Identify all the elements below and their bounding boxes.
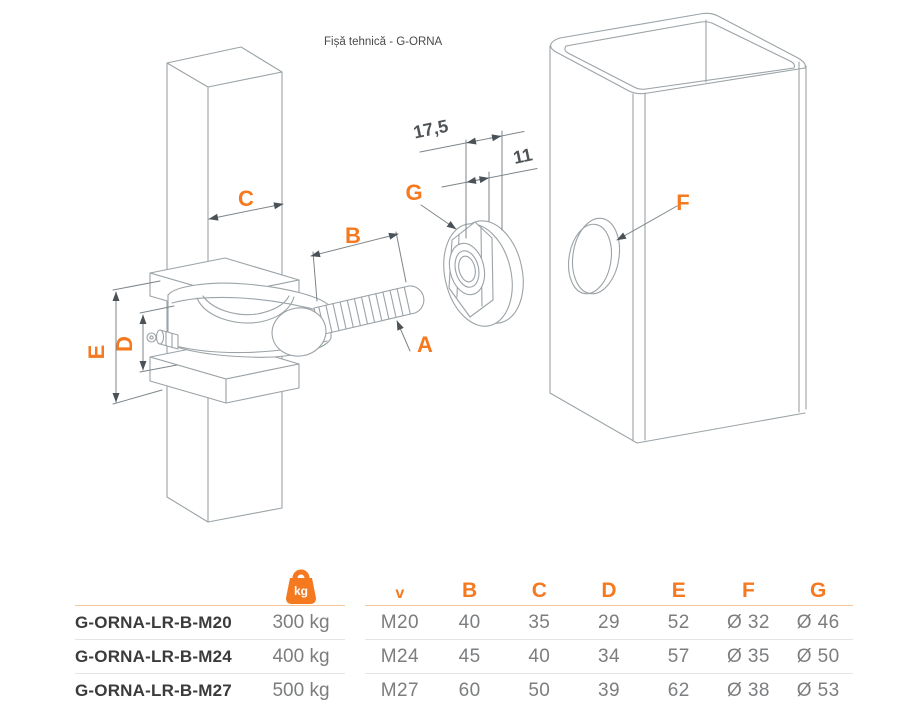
value-e: 52 (667, 611, 690, 633)
value-d: 29 (598, 611, 620, 633)
weight-kg-icon: kg (286, 569, 316, 604)
spec-table-models-header: kg (75, 558, 345, 606)
value-g: Ø 50 (796, 645, 840, 667)
dim-label-a: A (417, 332, 433, 357)
dim-label-e: E (84, 345, 109, 360)
value-e: 57 (667, 645, 690, 667)
flange-nut (443, 220, 524, 327)
value-b: 40 (458, 611, 481, 633)
model-name: G-ORNA-LR-B-M27 (75, 680, 232, 700)
value-d: 34 (598, 645, 620, 667)
model-name: G-ORNA-LR-B-M24 (75, 646, 232, 666)
value-thread: M27 (380, 679, 419, 701)
col-header-d: D (601, 579, 617, 602)
technical-drawing: Fișă tehnică - G-ORNA (84, 12, 807, 523)
table-row: G-ORNA-LR-B-M24 400 kg (75, 640, 345, 674)
value-c: 35 (528, 611, 551, 633)
spec-table-models: kg G-ORNA-LR-B-M20 300 kg G-ORNA-LR-B-M2… (75, 558, 345, 707)
dim-value-17-5: 17,5 (412, 116, 450, 143)
square-tube (549, 12, 807, 444)
table-row: M20 40 35 29 52 Ø 32 Ø 46 (365, 606, 853, 640)
col-header-f: F (742, 579, 755, 602)
value-thread: M20 (380, 611, 419, 633)
col-header-b: B (461, 579, 478, 602)
dim-label-d: D (112, 336, 137, 352)
col-header-c: C (531, 579, 547, 602)
table-row: G-ORNA-LR-B-M20 300 kg (75, 606, 345, 640)
value-d: 39 (598, 679, 620, 701)
value-g: Ø 53 (796, 679, 840, 701)
dim-label-g: G (405, 180, 422, 205)
value-f: Ø 38 (727, 679, 770, 701)
table-row: M27 60 50 39 62 Ø 38 Ø 53 (365, 674, 853, 707)
value-f: Ø 35 (727, 645, 770, 667)
page-title: Fișă tehnică - G-ORNA (324, 36, 443, 48)
table-row: G-ORNA-LR-B-M27 500 kg (75, 674, 345, 707)
model-name: G-ORNA-LR-B-M20 (75, 612, 232, 632)
col-header-e: E (671, 579, 686, 602)
value-thread: M24 (380, 645, 419, 667)
value-b: 60 (458, 679, 481, 701)
value-g: Ø 46 (796, 611, 840, 633)
value-f: Ø 32 (727, 611, 770, 633)
weight-kg-icon-label: kg (294, 584, 308, 598)
load-capacity: 400 kg (272, 645, 330, 667)
grease-nipple-icon (146, 329, 179, 350)
value-c: 40 (528, 645, 551, 667)
hinge-eye (271, 307, 327, 357)
value-c: 50 (528, 679, 551, 701)
dim-label-c: C (238, 186, 254, 211)
load-capacity: 500 kg (272, 679, 330, 701)
value-b: 45 (458, 645, 481, 667)
dim-value-11: 11 (511, 144, 534, 168)
col-header-g: G (810, 579, 827, 602)
value-e: 62 (667, 679, 690, 701)
dimension-annotations (112, 130, 678, 405)
threaded-bolt (313, 285, 425, 336)
dim-label-b: B (345, 223, 361, 248)
spec-table-dimensions: v B C D E F G M20 40 35 29 52 Ø 32 Ø 46 … (365, 558, 853, 707)
load-capacity: 300 kg (272, 611, 330, 633)
dim-label-f: F (676, 190, 689, 215)
table-row: M24 45 40 34 57 Ø 35 Ø 50 (365, 640, 853, 674)
spec-table-dimensions-header: v B C D E F G (365, 558, 853, 606)
col-header-thread: v (395, 585, 405, 602)
